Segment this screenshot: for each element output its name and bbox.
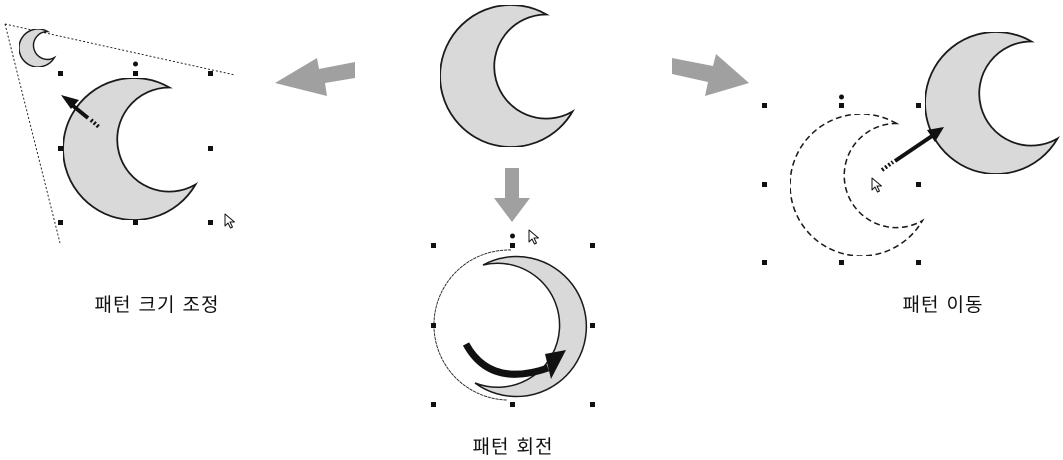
left-arrow	[275, 58, 355, 96]
crescent-moon-icon	[440, 5, 572, 147]
resize-panel	[5, 24, 235, 243]
resized-moon-icon	[63, 78, 195, 220]
handle	[208, 71, 213, 76]
small-moon-icon	[19, 29, 54, 67]
handle	[58, 146, 63, 151]
handle	[916, 103, 921, 108]
move-arrow-icon	[882, 127, 944, 170]
ghost-moon-icon	[790, 114, 922, 256]
handle	[133, 220, 138, 225]
resize-caption: 패턴 크기 조정	[95, 290, 220, 317]
down-arrow	[494, 168, 530, 222]
handle	[762, 260, 767, 265]
handle	[590, 402, 595, 407]
move-caption: 패턴 이동	[903, 290, 984, 317]
handle	[133, 71, 138, 76]
handle	[208, 220, 213, 225]
handle	[916, 260, 921, 265]
handle	[590, 323, 595, 328]
handle	[510, 243, 515, 248]
handle	[208, 146, 213, 151]
handle	[839, 260, 844, 265]
mouse-pointer-icon	[529, 230, 539, 244]
handle	[431, 243, 436, 248]
rotate-panel	[431, 230, 595, 407]
rotation-handle	[133, 62, 138, 67]
rotate-arrow-icon	[466, 344, 566, 379]
selection-handles	[762, 95, 921, 266]
rotate-caption: 패턴 회전	[473, 432, 554, 459]
handle	[762, 103, 767, 108]
handle	[431, 323, 436, 328]
thick-gray-arrow-icon	[672, 54, 749, 96]
original-ghost-moon	[434, 250, 511, 400]
thick-gray-arrow-icon	[494, 168, 530, 222]
moved-moon-icon	[925, 32, 1057, 174]
move-panel	[762, 32, 1058, 265]
handle	[916, 182, 921, 187]
handle	[510, 402, 515, 407]
handle	[762, 182, 767, 187]
thick-gray-arrow-icon	[275, 58, 355, 96]
original-moon	[440, 5, 572, 147]
handle	[839, 103, 844, 108]
right-arrow	[672, 54, 749, 96]
handle	[58, 220, 63, 225]
mouse-pointer-icon	[872, 178, 882, 192]
mouse-pointer-icon	[225, 214, 235, 228]
handle	[58, 71, 63, 76]
handle	[590, 243, 595, 248]
rotation-handle	[839, 95, 844, 100]
rotation-handle	[510, 234, 515, 239]
handle	[431, 402, 436, 407]
